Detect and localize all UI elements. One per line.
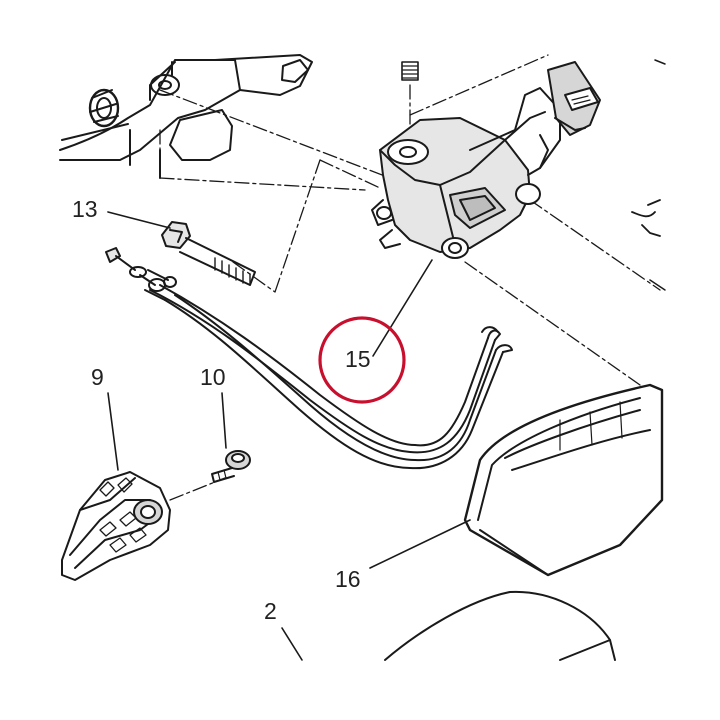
edge-clip-part [631,59,666,291]
assembly-centerlines [159,54,661,501]
throttle-cables-part [105,247,513,470]
hand-grip-part [61,471,171,581]
callout-2: 2 [264,598,277,624]
callout-13: 13 [72,196,98,222]
screw-part [211,450,251,483]
highlight-ring [318,316,406,404]
callout-9: 9 [91,364,104,390]
mirror-part [463,383,664,577]
panel-part [384,590,616,661]
callout-10: 10 [200,364,226,390]
callout-16: 16 [335,566,361,592]
bolt-part [161,221,256,286]
leader-lines [107,211,471,661]
callout-15: 15 [345,346,371,372]
handlebar-switch-part [59,54,313,179]
throttle-housing-part [371,61,601,259]
